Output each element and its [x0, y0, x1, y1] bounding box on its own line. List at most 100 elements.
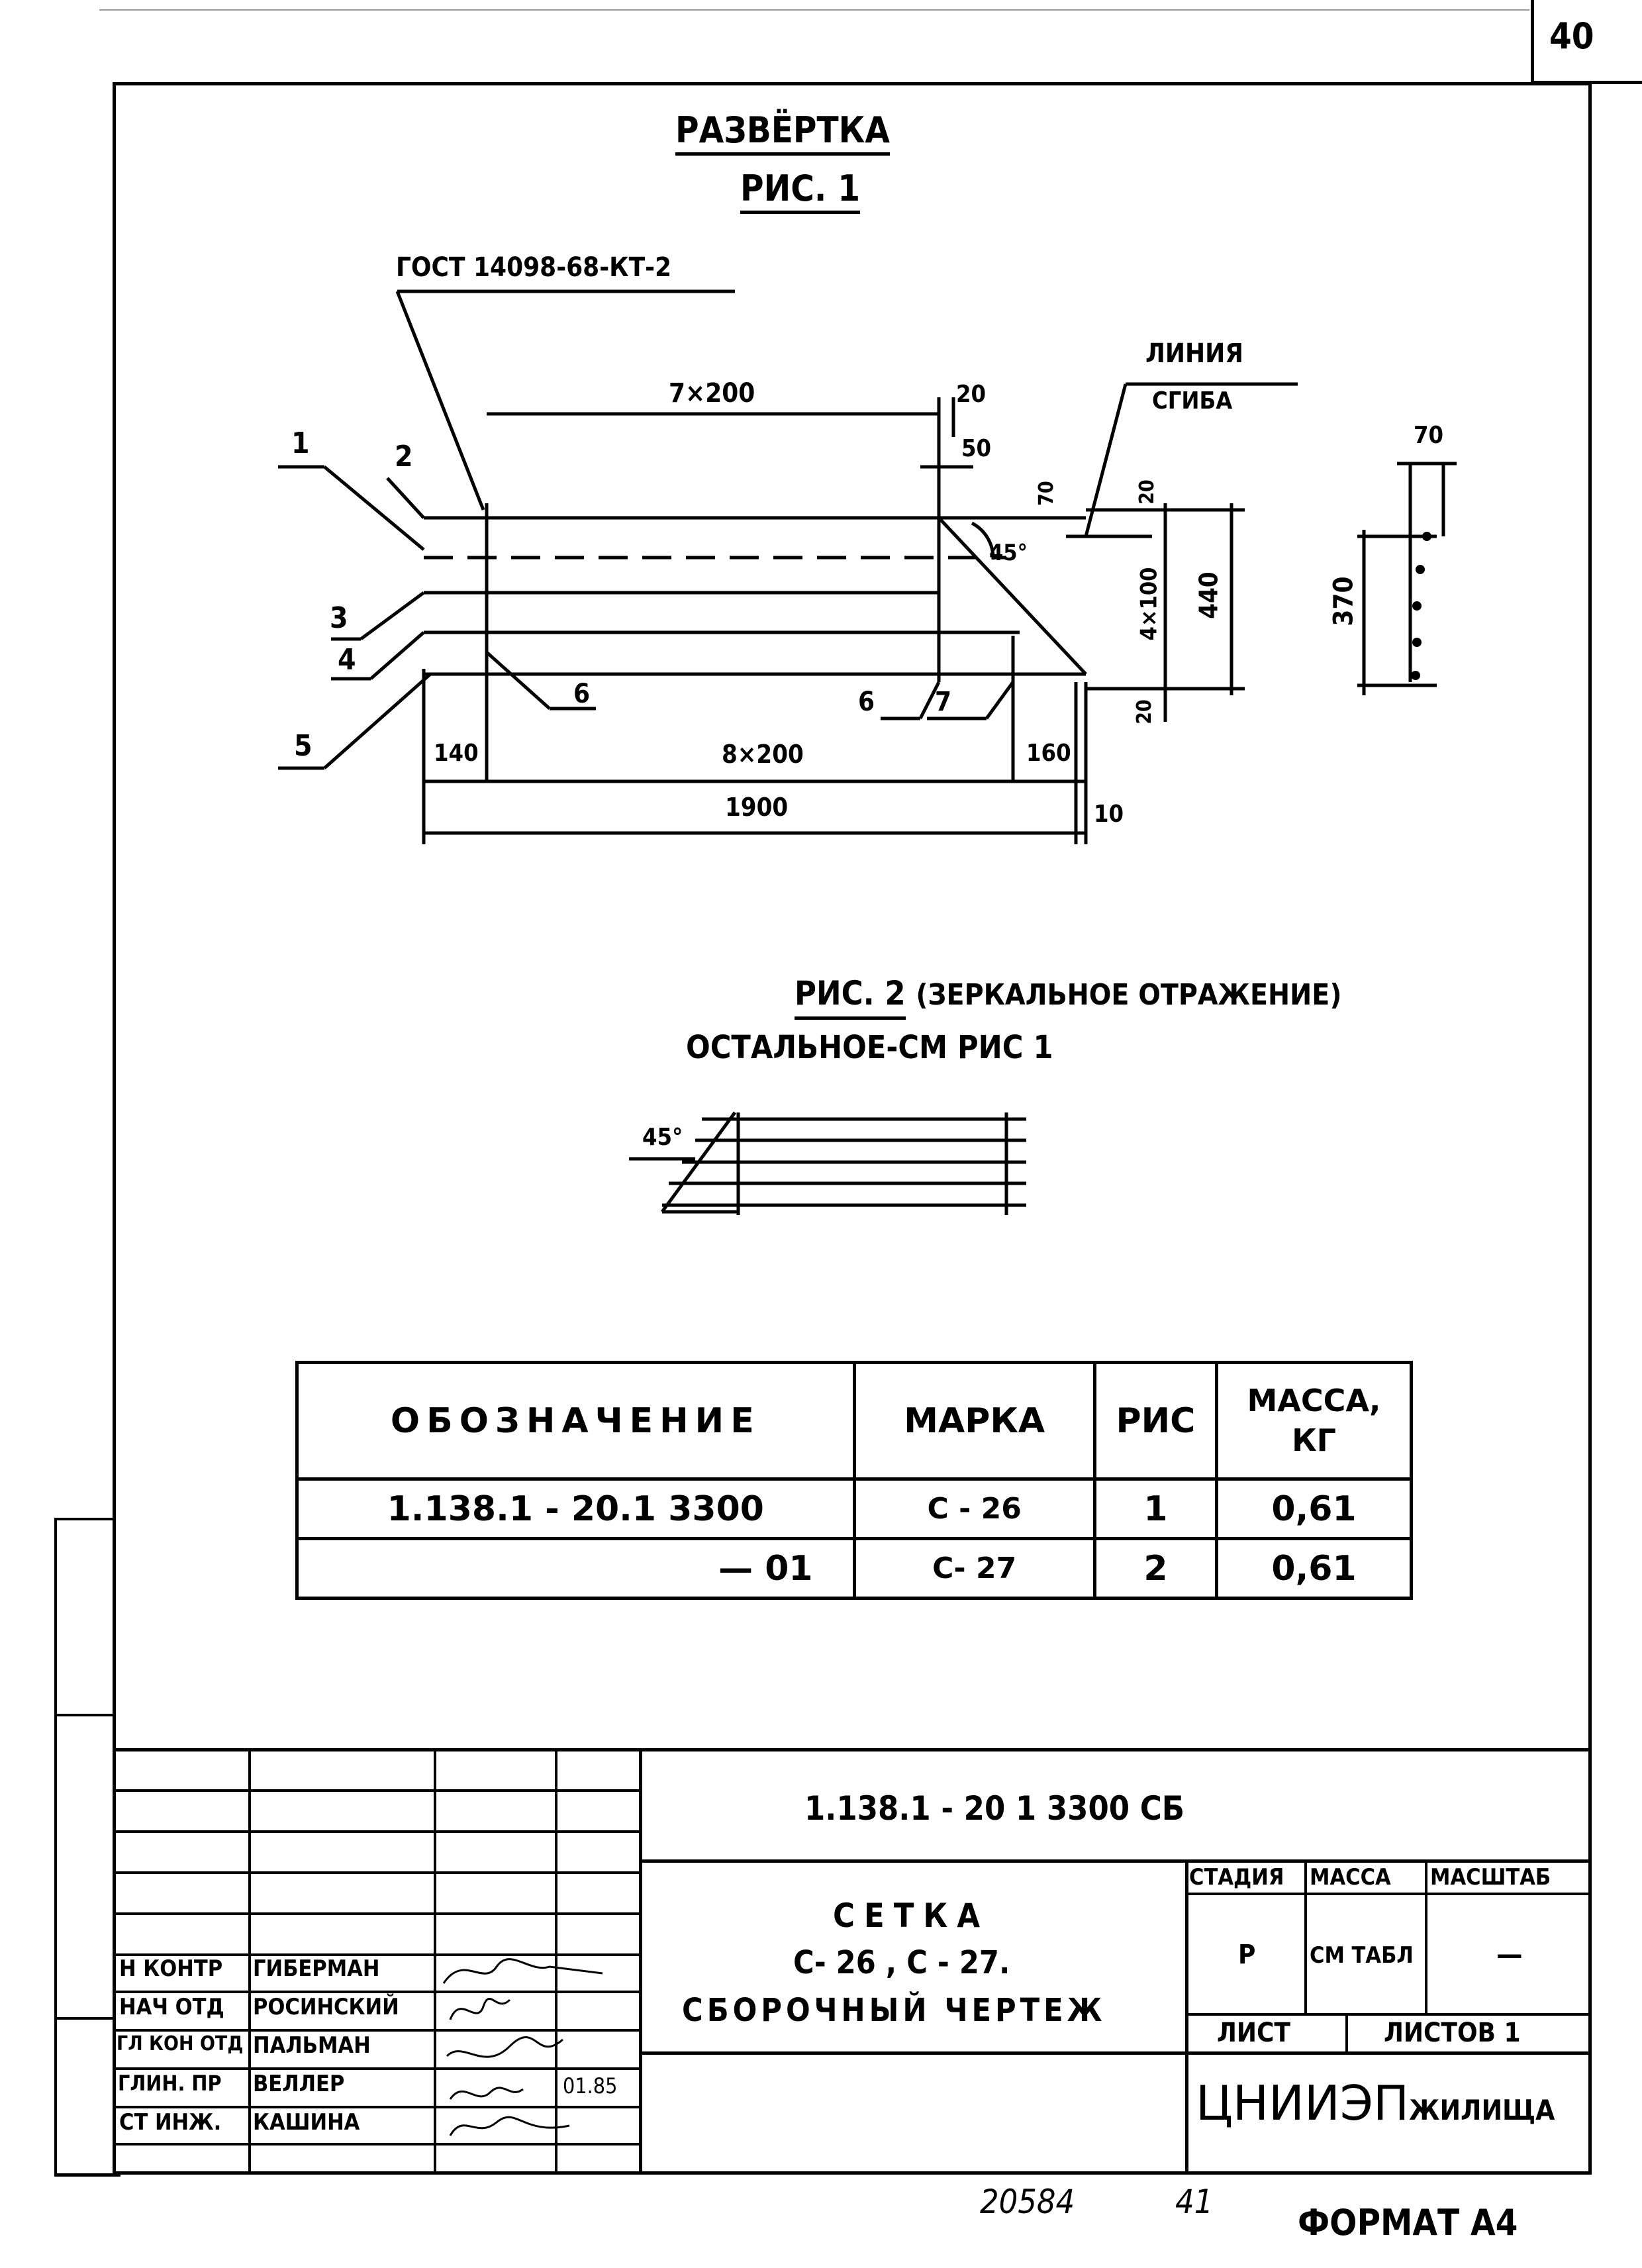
tb-h6	[113, 1991, 640, 1993]
table-row: 1.138.1 - 20.1 3300 С - 26 1 0,61	[295, 1477, 1413, 1540]
tb-stage-row-bottom	[1185, 1893, 1592, 1895]
tb-doc-code-bottom	[640, 1859, 1592, 1863]
tb-h8	[113, 2067, 640, 2070]
dim-20-right: 20	[1135, 479, 1159, 505]
fig2-angle: 45°	[642, 1124, 683, 1151]
tb-right-v3	[1425, 1859, 1427, 2013]
fig1-drawing	[278, 289, 1457, 844]
mass-value: СМ ТАБЛ	[1310, 1942, 1414, 1969]
signature-giberman	[442, 1958, 603, 1984]
dim-top-pitch: 7×200	[669, 378, 755, 409]
tb-right-v2	[1304, 1859, 1307, 2013]
org-name-2: ЖИЛИЩА	[1409, 2094, 1555, 2126]
tb-h1	[113, 1789, 640, 1792]
org-name: ЦНИИЭПЖИЛИЩА	[1196, 2079, 1555, 2127]
cell-mass: 0,61	[1215, 1537, 1413, 1600]
tb-h10	[113, 2143, 640, 2145]
cell-mass: 0,61	[1215, 1477, 1413, 1540]
sig-role: ГЛИН. ПР	[118, 2071, 222, 2096]
spec-header-designation: ОБОЗНАЧЕНИЕ	[295, 1361, 856, 1481]
sheets-label: ЛИСТОВ 1	[1384, 2018, 1521, 2048]
spec-header-mass-1: МАССА,	[1247, 1382, 1381, 1418]
spec-header-mass-2: КГ	[1292, 1422, 1336, 1458]
margin-line-2	[54, 1714, 115, 1716]
callout-4: 1	[291, 426, 310, 460]
callout-7: 7	[935, 687, 952, 717]
dim-bottom-pitch: 8×200	[722, 740, 804, 769]
spec-table: ОБОЗНАЧЕНИЕ МАРКА РИС МАССА, КГ 1.138.1 …	[295, 1361, 1413, 1600]
scale-label: МАСШТАБ	[1430, 1864, 1551, 1891]
doc-code: 1.138.1 - 20 1 3300 СБ	[804, 1789, 1184, 1828]
sheet-number-footer: 41	[1175, 2183, 1214, 2221]
page-number-box-left	[1531, 0, 1534, 82]
tb-v2	[434, 1748, 436, 2175]
callout-5: 2	[395, 440, 413, 473]
sig-name: КАШИНА	[253, 2109, 360, 2136]
signature-palman	[446, 2036, 563, 2058]
callout-6-right: 6	[858, 687, 875, 717]
fig2-note: (ЗЕРКАЛЬНОЕ ОТРАЖЕНИЕ)	[916, 978, 1342, 1012]
stage-value: Р	[1238, 1940, 1256, 1970]
margin-line-3	[54, 2017, 115, 2020]
sig-name: ВЕЛЛЕР	[253, 2071, 345, 2097]
inventory-number: 20584	[980, 2183, 1075, 2221]
bend-line-label-1: ЛИНИЯ	[1145, 338, 1243, 369]
tb-name-bottom	[640, 2051, 1592, 2055]
dim-20-top: 20	[956, 381, 987, 408]
spec-header-mark: МАРКА	[852, 1361, 1096, 1481]
cell-mark: С- 27	[852, 1537, 1096, 1600]
side-dim-370: 370	[1328, 576, 1359, 626]
spec-header-row: ОБОЗНАЧЕНИЕ МАРКА РИС МАССА, КГ	[295, 1361, 1413, 1481]
dim-10: 10	[1094, 801, 1124, 828]
signature-kashina	[449, 2116, 570, 2136]
cell-fig: 2	[1092, 1537, 1219, 1600]
title-block: 1.138.1 - 20 1 3300 СБ СЕТКА С- 26 , С -…	[113, 1748, 1592, 2175]
tb-h3	[113, 1871, 640, 1874]
fig2-title-text: РИС. 2	[795, 974, 906, 1020]
dim-440: 440	[1194, 571, 1224, 619]
margin-bottom-line	[54, 2173, 121, 2177]
tb-h2	[113, 1830, 640, 1833]
dim-160: 160	[1026, 740, 1071, 767]
dim-70: 70	[1034, 481, 1058, 506]
page-number: 40	[1549, 15, 1594, 57]
tb-top-line	[113, 1748, 1592, 1751]
dim-1900: 1900	[725, 793, 789, 822]
cell-mark: С - 26	[852, 1477, 1096, 1540]
item-name-3: СБОРОЧНЫЙ ЧЕРТЕЖ	[682, 1992, 1106, 2029]
bend-line-label-2: СГИБА	[1152, 387, 1233, 415]
cell-designation: — 01	[295, 1537, 856, 1600]
dim-20-bottom: 20	[1132, 699, 1156, 724]
dim-50: 50	[961, 435, 992, 462]
callout-1: 5	[294, 729, 313, 763]
format-label: ФОРМАТ А4	[1298, 2202, 1518, 2243]
tb-stage-values-bottom	[1185, 2013, 1592, 2016]
drawing-frame	[113, 82, 1592, 2175]
tb-h9	[113, 2106, 640, 2108]
margin-line-1	[54, 1518, 115, 1520]
signatures-drawing	[442, 1958, 603, 2136]
dim-140: 140	[434, 740, 479, 767]
org-name-1: ЦНИИЭП	[1196, 2075, 1410, 2131]
fig2-note2: ОСТАЛЬНОЕ-СМ РИС 1	[686, 1029, 1053, 1066]
top-trim-line	[99, 9, 1529, 11]
sig-name: ГИБЕРМАН	[253, 1955, 380, 1982]
dim-4x100: 4×100	[1135, 567, 1163, 641]
tb-right-v4	[1345, 2013, 1348, 2051]
sig-role: Н КОНТР	[119, 1955, 223, 1982]
section-title: РАЗВЁРТКА	[675, 113, 890, 156]
fig2-title: РИС. 2 (ЗЕРКАЛЬНОЕ ОТРАЖЕНИЕ)	[795, 974, 1342, 1020]
signature-veller	[449, 2087, 524, 2100]
spec-header-fig: РИС	[1092, 1361, 1219, 1481]
tb-h4	[113, 1912, 640, 1915]
callout-3: 3	[330, 601, 348, 635]
fig1-title: РИС. 1	[740, 171, 861, 214]
margin-line-v	[54, 1518, 57, 2175]
stage-label: СТАДИЯ	[1189, 1864, 1284, 1891]
sig-date: 01.85	[563, 2073, 618, 2098]
item-name-2: С- 26 , С - 27.	[793, 1944, 1010, 1981]
tb-v1	[248, 1748, 251, 2175]
sig-name: ПАЛЬМАН	[253, 2032, 371, 2059]
dim-45-angle: 45°	[989, 540, 1028, 566]
side-dim-70: 70	[1414, 422, 1444, 449]
